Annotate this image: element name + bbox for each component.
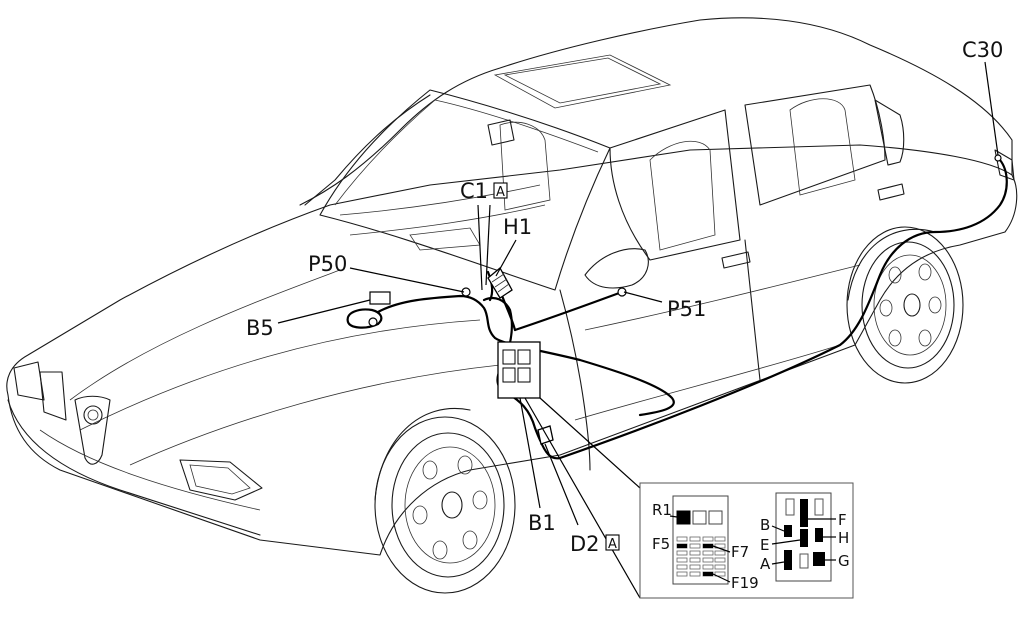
inset-label-a: A [760, 555, 771, 573]
inset-label-f: F [838, 511, 847, 529]
components [368, 154, 1002, 445]
relay-r1 [676, 510, 691, 525]
label-c1: C1 [460, 179, 488, 203]
inset-label-r1: R1 [652, 501, 672, 519]
label-b1: B1 [528, 511, 556, 535]
b1-fusebox [497, 341, 541, 399]
label-h1: H1 [503, 215, 532, 239]
label-d2-marker: A [608, 537, 617, 552]
label-d2: D2 [570, 532, 600, 556]
b5-component [369, 291, 391, 305]
label-c1-marker: A [496, 185, 505, 200]
car-body [6, 17, 1018, 556]
h1-component [487, 266, 513, 299]
inset-label-g: G [838, 552, 850, 570]
wiring-harness [346, 158, 1008, 460]
inset-label-f7: F7 [731, 543, 749, 561]
inset-label-f5: F5 [652, 535, 670, 553]
label-p51: P51 [667, 297, 706, 321]
front-wheel [374, 408, 516, 594]
label-b5: B5 [246, 316, 274, 340]
leader-lines [277, 61, 999, 599]
inset-label-e: E [760, 536, 769, 554]
d2-connector [537, 425, 554, 445]
fusebox-inset: R1 F5 F7 F19 B E A F H G [639, 482, 854, 599]
label-p50: P50 [308, 252, 347, 276]
c30-connector [994, 154, 1002, 162]
inset-label-b: B [760, 516, 770, 534]
rear-wheel [846, 226, 964, 384]
label-c30: C30 [962, 38, 1003, 62]
callout-labels: C30 C1 A H1 P50 P51 B5 B1 D2 A [246, 38, 1003, 556]
inset-label-h: H [838, 529, 849, 547]
inset-label-f19: F19 [731, 574, 759, 592]
